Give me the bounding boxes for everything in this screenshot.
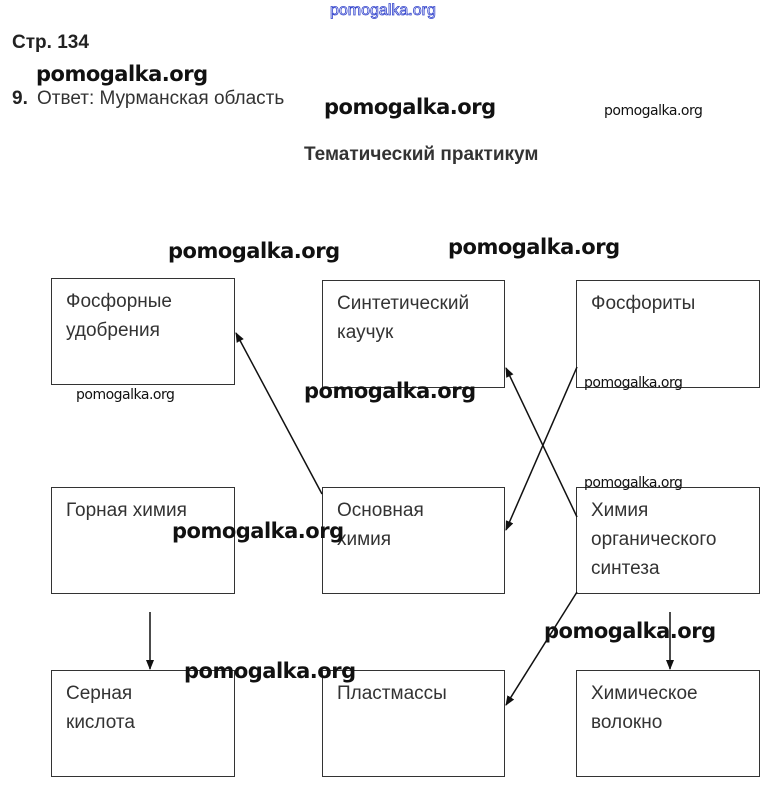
task-number: 9. — [12, 88, 28, 109]
box-chemical-fiber: Химическое волокно — [576, 670, 760, 777]
watermark: pomogalka.org — [172, 519, 344, 543]
section-title: Тематический практикум — [304, 144, 539, 165]
arrow-organic-to-rubber — [505, 367, 578, 518]
box-phosphorites: Фосфориты — [576, 280, 760, 388]
watermark: pomogalka.org — [324, 95, 496, 119]
watermark: pomogalka.org — [544, 619, 716, 643]
watermark: pomogalka.org — [584, 475, 683, 491]
watermark: pomogalka.org — [36, 62, 208, 86]
watermark: pomogalka.org — [584, 375, 683, 391]
watermark: pomogalka.org — [76, 387, 175, 403]
watermark-top: pomogalka.org — [330, 2, 437, 20]
box-sulfuric-acid: Серная кислота — [51, 670, 235, 777]
box-synthetic-rubber: Синтетический каучук — [322, 280, 505, 388]
watermark: pomogalka.org — [604, 103, 703, 119]
answer-text: Ответ: Мурманская область — [37, 88, 285, 109]
watermark: pomogalka.org — [184, 659, 356, 683]
box-mining-chemistry: Горная химия — [51, 487, 235, 594]
watermark: pomogalka.org — [448, 235, 620, 259]
box-organic-synthesis: Химия органического синтеза — [576, 487, 760, 594]
arrow-basic-to-fertilizers — [235, 332, 323, 495]
arrow-organic-to-plastics — [505, 591, 578, 706]
box-phosphate-fertilizers: Фосфорные удобрения — [51, 278, 235, 385]
watermark: pomogalka.org — [304, 379, 476, 403]
arrow-phosphorites-to-basic — [505, 366, 578, 531]
box-plastics: Пластмассы — [322, 670, 505, 777]
page-number: Стр. 134 — [12, 32, 89, 53]
watermark: pomogalka.org — [168, 239, 340, 263]
box-basic-chemistry: Основная химия — [322, 487, 505, 594]
